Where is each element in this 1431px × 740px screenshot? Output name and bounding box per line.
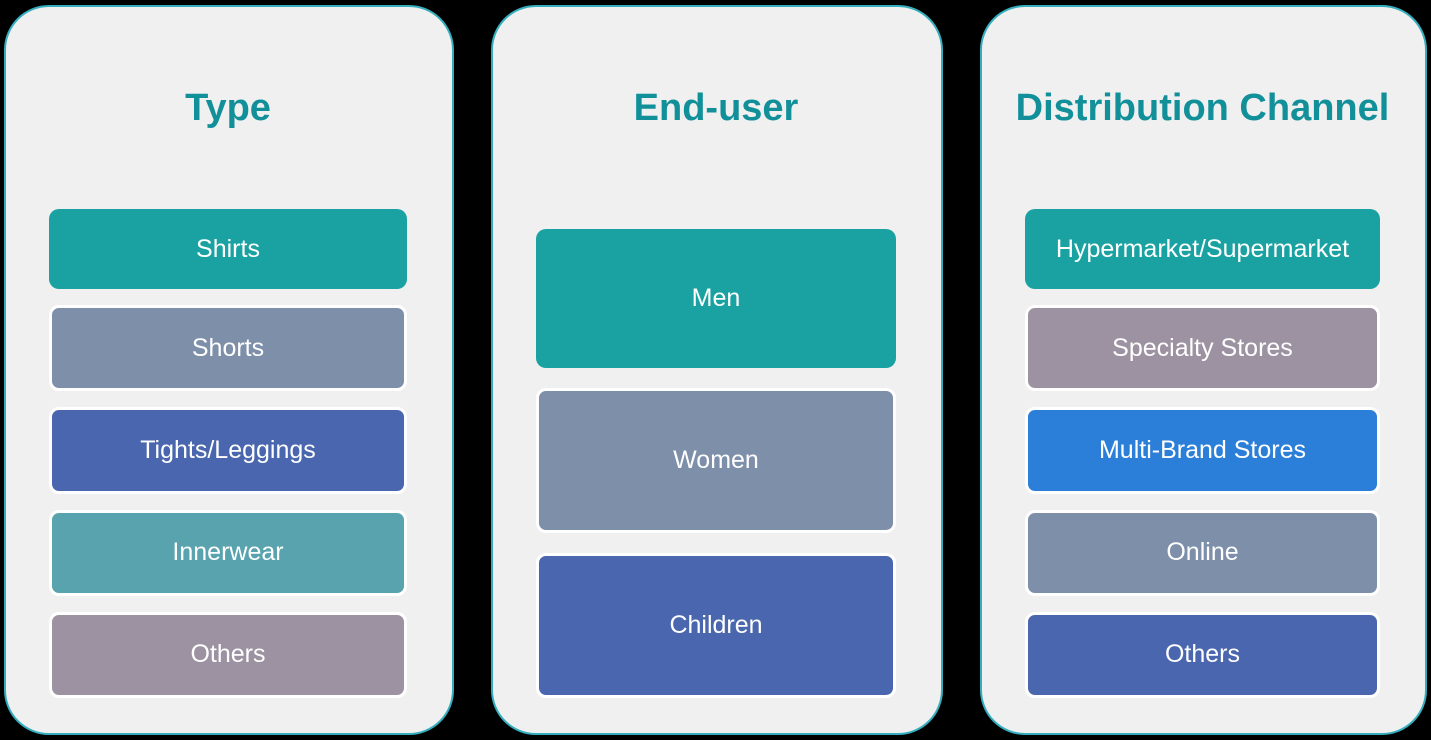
segment-box-men: Men [536, 229, 896, 368]
panel-type-items: Shirts Shorts Tights/Leggings Innerwear … [49, 209, 407, 699]
segment-box-dist-others: Others [1025, 611, 1380, 699]
panel-distribution-channel-header: Distribution Channel [1016, 7, 1390, 209]
segment-box-tights-leggings: Tights/Leggings [49, 407, 407, 494]
panel-distribution-channel: Distribution Channel Hypermarket/Superma… [980, 5, 1427, 735]
segment-box-hypermarket-supermarket: Hypermarket/Supermarket [1025, 209, 1380, 290]
panel-type: Type Shirts Shorts Tights/Leggings Inner… [4, 5, 454, 735]
panel-end-user-header: End-user [536, 7, 896, 209]
segment-box-type-others: Others [49, 611, 407, 699]
panel-end-user-items: Men Women Children [536, 229, 896, 698]
panel-title-distribution-channel: Distribution Channel [1015, 86, 1390, 129]
segment-box-shorts: Shorts [49, 305, 407, 392]
segment-box-children: Children [536, 553, 896, 698]
segment-box-multi-brand-stores: Multi-Brand Stores [1025, 407, 1380, 494]
segment-box-specialty-stores: Specialty Stores [1025, 305, 1380, 392]
segment-box-women: Women [536, 388, 896, 533]
panel-title-type: Type [185, 86, 271, 129]
panel-type-header: Type [49, 7, 407, 209]
segment-box-shirts: Shirts [49, 209, 407, 290]
segment-box-online: Online [1025, 509, 1380, 596]
panel-title-end-user: End-user [633, 86, 799, 129]
panel-distribution-channel-items: Hypermarket/Supermarket Specialty Stores… [1025, 209, 1380, 699]
panel-end-user: End-user Men Women Children [491, 5, 943, 735]
segment-box-innerwear: Innerwear [49, 509, 407, 596]
